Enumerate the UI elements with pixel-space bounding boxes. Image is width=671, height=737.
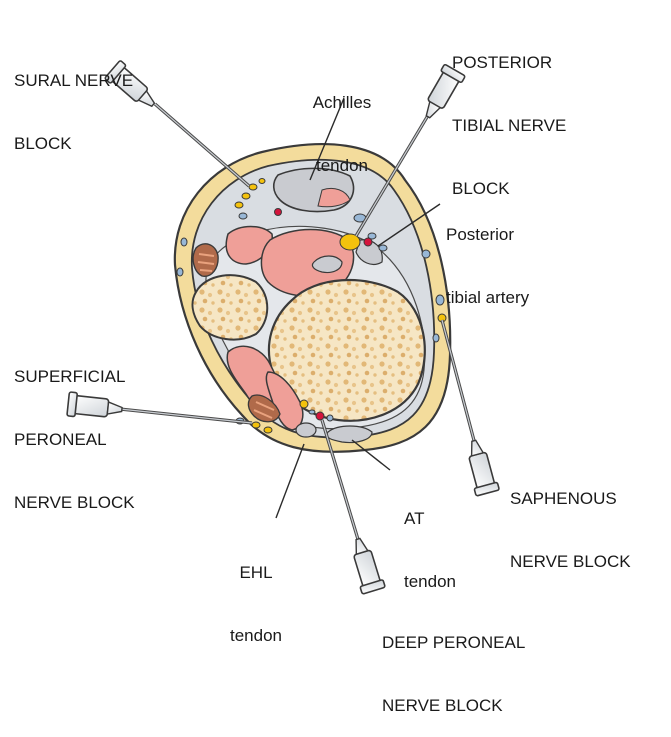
label-line: tibial artery bbox=[446, 287, 529, 308]
ehl-tendon-shape bbox=[296, 423, 316, 437]
label-line: tendon bbox=[300, 155, 384, 176]
label-line: POSTERIOR bbox=[452, 52, 566, 73]
ankle-cross-section-diagram: SURAL NERVE BLOCK Achilles tendon POSTER… bbox=[0, 0, 671, 634]
peroneal-muscle-bundle bbox=[193, 244, 218, 276]
sural-nerve-block-label: SURAL NERVE BLOCK bbox=[14, 28, 133, 175]
label-line: Posterior bbox=[446, 224, 529, 245]
fibula-bone bbox=[193, 275, 268, 339]
label-line: NERVE BLOCK bbox=[510, 551, 631, 572]
label-line: SURAL NERVE bbox=[14, 70, 133, 91]
label-line: TIBIAL NERVE bbox=[452, 115, 566, 136]
label-line: tendon bbox=[214, 625, 298, 646]
label-line: EHL bbox=[214, 562, 298, 583]
superficial-peroneal-nerve-block-label: SUPERFICIAL PERONEAL NERVE BLOCK bbox=[14, 324, 135, 534]
deep-peroneal-nerve-block-label: DEEP PERONEAL NERVE BLOCK bbox=[382, 590, 525, 737]
label-line: SAPHENOUS bbox=[510, 488, 631, 509]
label-line: Achilles bbox=[300, 92, 384, 113]
ehl-tendon-label: EHL tendon bbox=[214, 520, 298, 667]
label-line: NERVE BLOCK bbox=[14, 492, 135, 513]
label-line: AT bbox=[404, 508, 456, 529]
posterior-tibial-artery-label: Posterior tibial artery bbox=[446, 182, 529, 329]
label-line: NERVE BLOCK bbox=[382, 695, 525, 716]
label-line: BLOCK bbox=[14, 133, 133, 154]
at-tendon-shape bbox=[327, 426, 372, 443]
achilles-tendon-label: Achilles tendon bbox=[300, 50, 384, 197]
saphenous-nerve-block-label: SAPHENOUS NERVE BLOCK bbox=[510, 446, 631, 593]
label-line: SUPERFICIAL bbox=[14, 366, 135, 387]
label-line: DEEP PERONEAL bbox=[382, 632, 525, 653]
label-line: PERONEAL bbox=[14, 429, 135, 450]
label-line: tendon bbox=[404, 571, 456, 592]
